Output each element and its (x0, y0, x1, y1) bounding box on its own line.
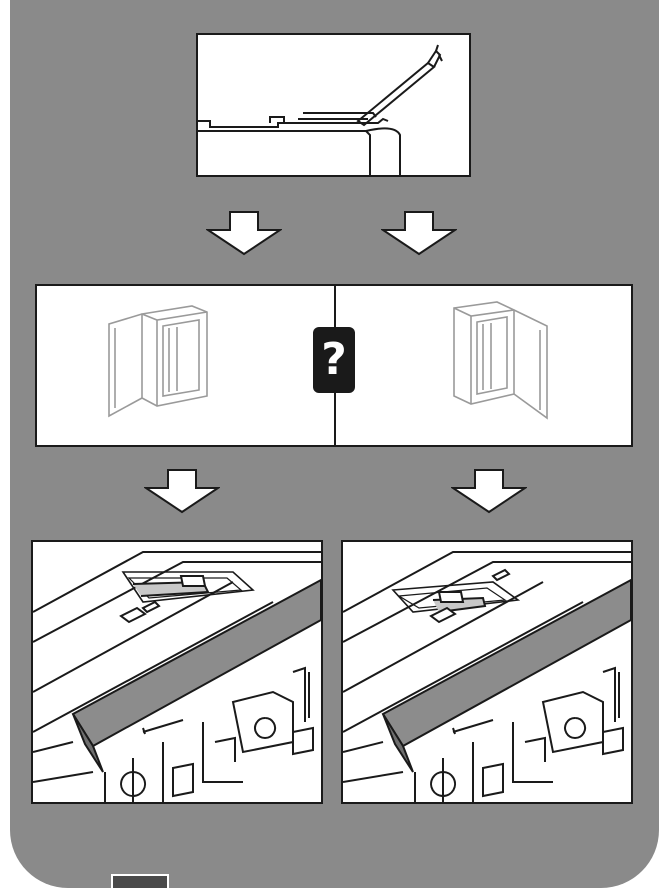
question-mark-badge: ? (313, 327, 355, 393)
cabinet-door-left-icon (109, 306, 207, 416)
trim-strip-left-illustration (33, 542, 321, 802)
down-arrow-icon (451, 468, 527, 514)
top-panel-lid-raised (196, 33, 471, 177)
lid-illustration (198, 35, 469, 175)
result-panel-right (341, 540, 633, 804)
down-arrow-icon (206, 210, 282, 256)
cabinet-door-right-icon (454, 302, 547, 418)
trim-strip-right-illustration (343, 542, 631, 802)
footer-tab (111, 874, 169, 888)
result-panel-left (31, 540, 323, 804)
down-arrow-icon (381, 210, 457, 256)
down-arrow-icon (144, 468, 220, 514)
